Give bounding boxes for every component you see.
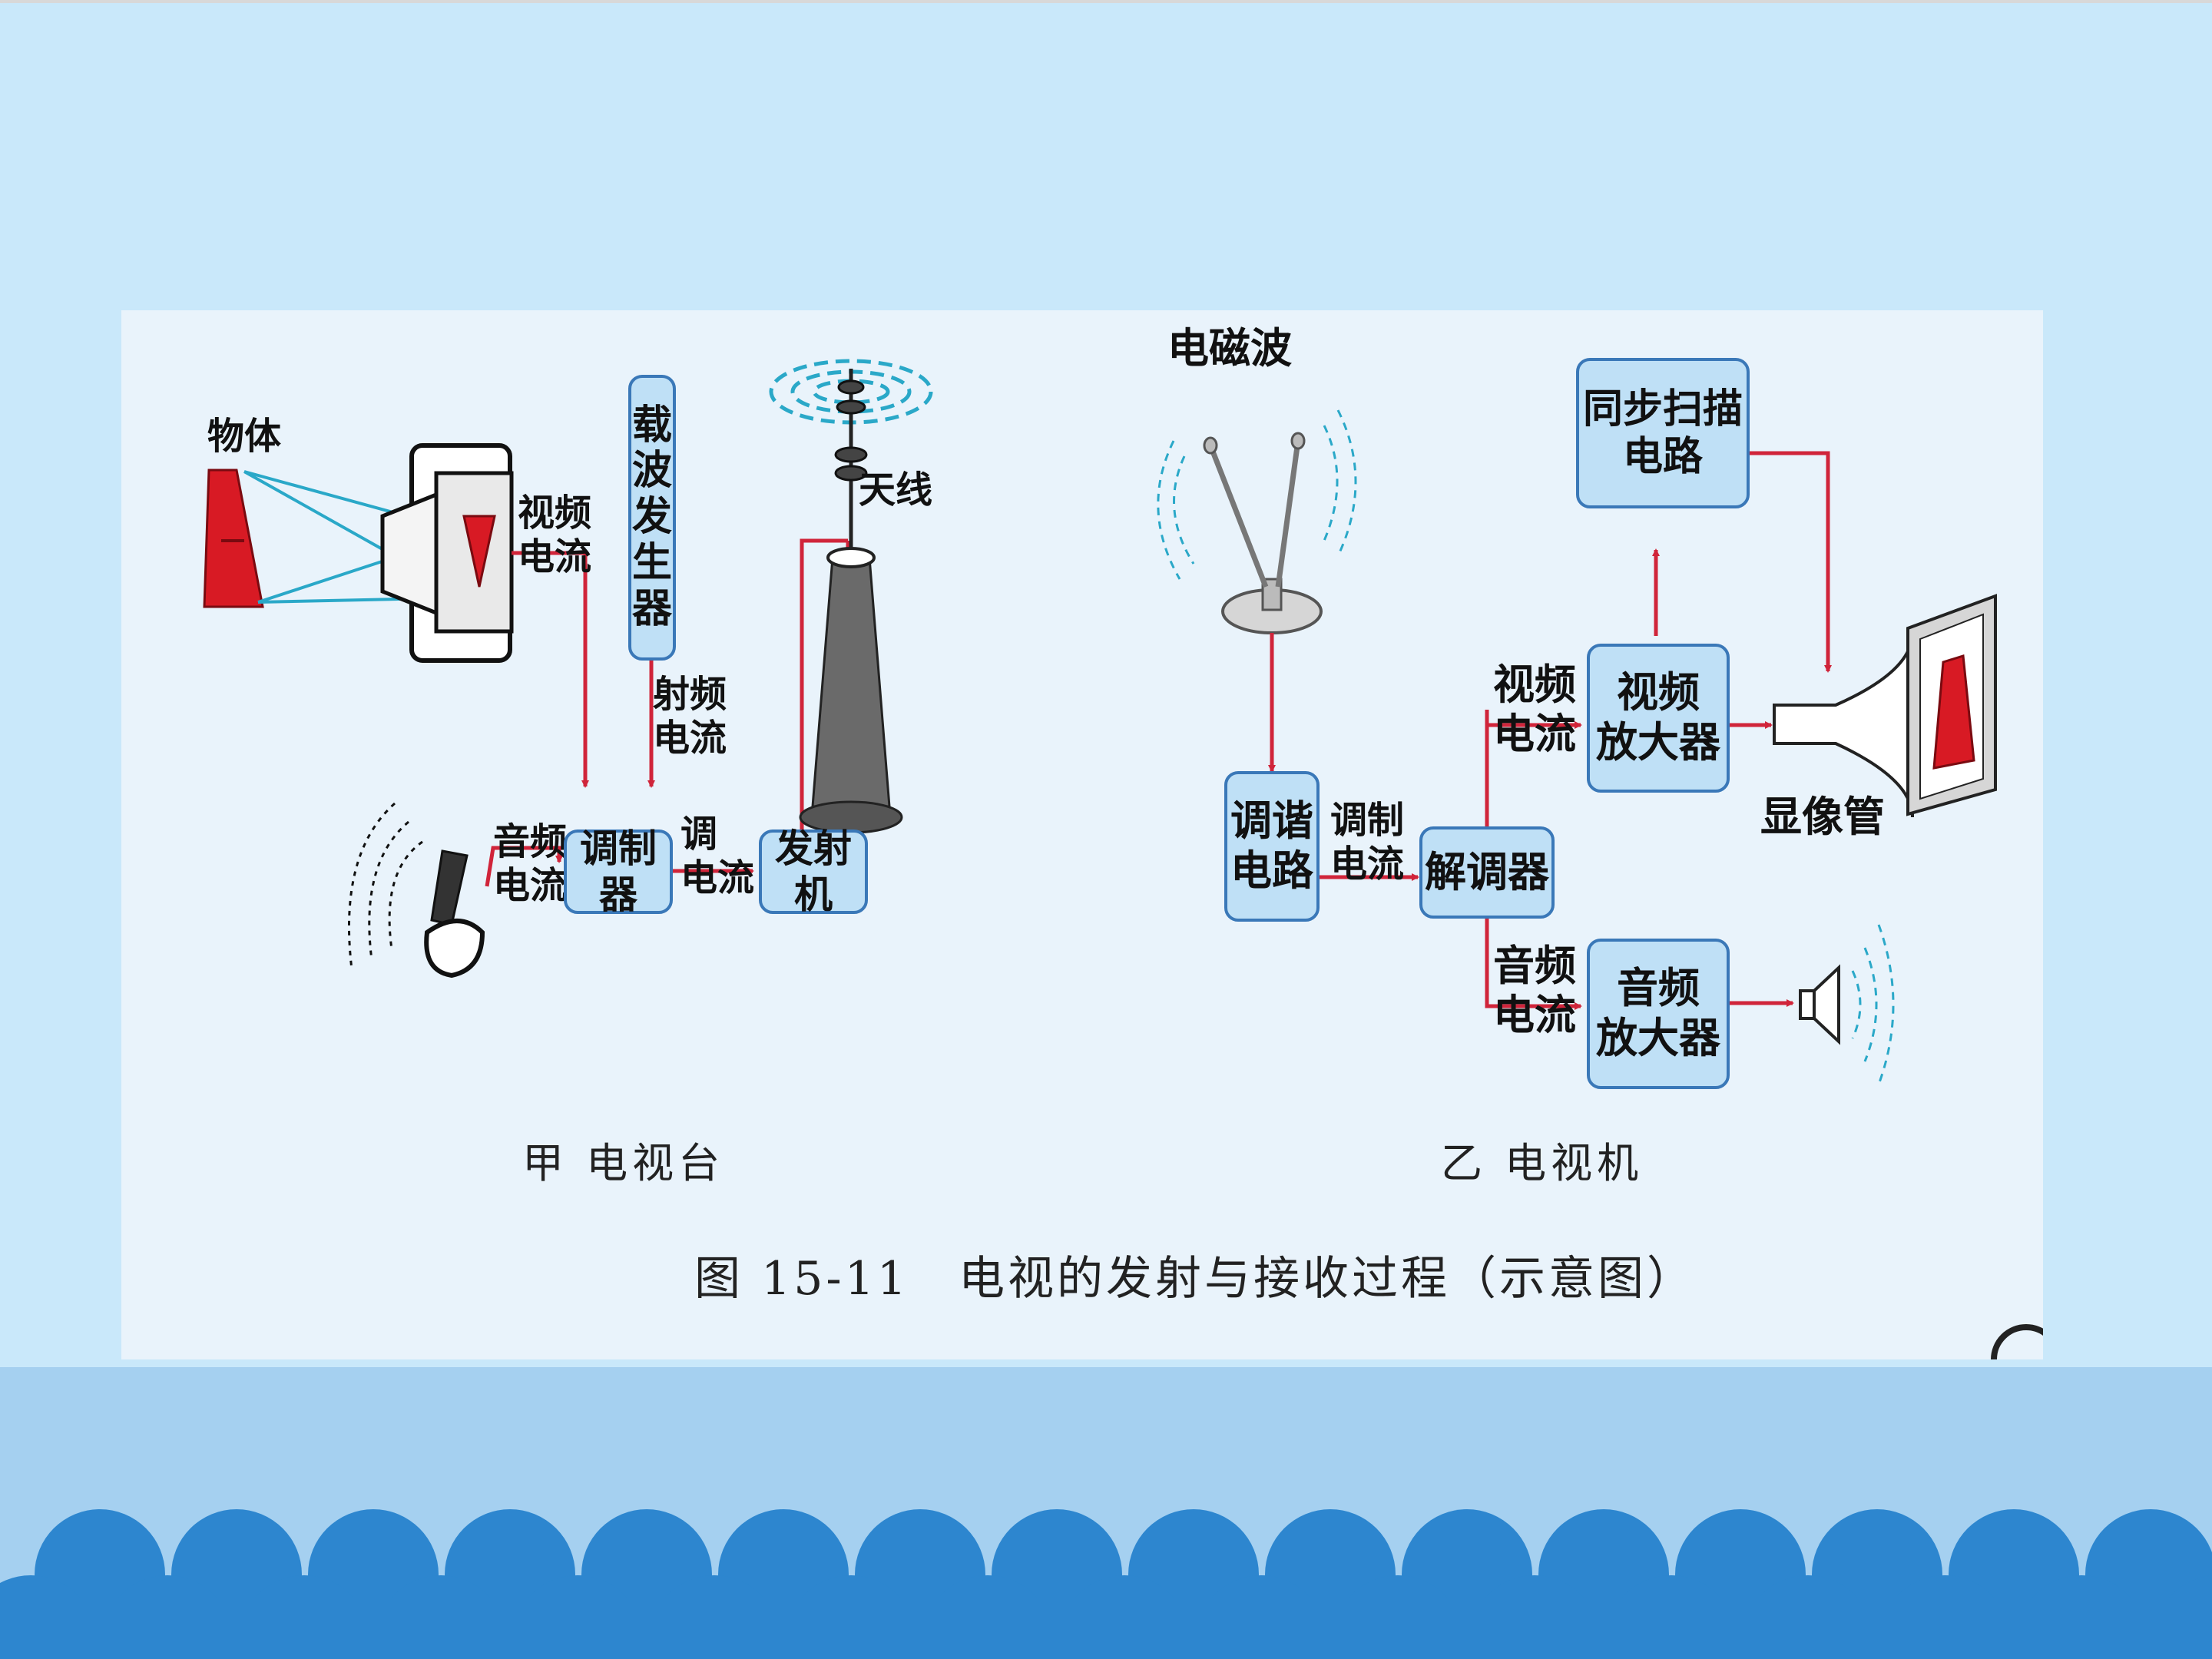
- sync-scan-box: 同步扫描 电路: [1576, 358, 1750, 508]
- modulator-box: 调制器: [564, 826, 673, 917]
- scallop-pattern: [0, 1509, 2212, 1659]
- em-wave-label: 电磁波: [1167, 324, 1292, 373]
- demodulator-box: 解调器: [1419, 826, 1555, 919]
- object-a-icon: [203, 469, 264, 608]
- receiver-audio-current-label: 音频 电流: [1493, 942, 1576, 1039]
- object-label: 物体: [207, 415, 282, 458]
- video-current-label: 视频 电流: [518, 492, 592, 578]
- corner-logo-icon: [1991, 1324, 2043, 1359]
- receiver-video-current-label: 视频 电流: [1493, 661, 1576, 758]
- picture-tube-label: 显像管: [1760, 793, 1885, 841]
- receiver-caption: 乙 电视机: [1441, 1139, 1644, 1187]
- tuning-circuit-box: 调谐 电路: [1224, 771, 1320, 922]
- antenna-label: 天线: [859, 469, 933, 512]
- decorative-footer-band: [0, 1367, 2212, 1659]
- video-amplifier-box: 视频 放大器: [1587, 644, 1730, 793]
- station-arrows: [485, 538, 850, 887]
- receiver-modulated-current-label: 调制 电流: [1330, 799, 1405, 886]
- modulated-current-label: 调 电流: [680, 813, 755, 899]
- picture-tube-icon: [1773, 594, 1997, 818]
- rf-current-label: 射频 电流: [653, 673, 727, 760]
- diagram-panel: 物体 视频 电流 载 波 发 生 器 天线 射频 电流 音频 电流 调制器 调 …: [121, 310, 2043, 1359]
- camera-icon: [380, 443, 514, 663]
- transmitter-box: 发射机: [759, 826, 868, 917]
- tv-tower-icon: [769, 359, 933, 834]
- receiver-arrows: [1268, 451, 1832, 1010]
- speaker-icon: [1799, 924, 1895, 1085]
- diagram-graphics: [203, 359, 2043, 1359]
- top-border: [0, 0, 2212, 3]
- station-caption: 甲 电视台: [522, 1139, 725, 1187]
- audio-current-label: 音频 电流: [493, 820, 568, 907]
- figure-caption: 图 15-11 电视的发射与接收过程（示意图）: [694, 1252, 1697, 1306]
- carrier-generator-box: 载 波 发 生 器: [628, 375, 676, 661]
- microphone-icon: [347, 802, 485, 979]
- audio-amplifier-box: 音频 放大器: [1587, 939, 1730, 1089]
- receiver-antenna-icon: [1157, 409, 1357, 634]
